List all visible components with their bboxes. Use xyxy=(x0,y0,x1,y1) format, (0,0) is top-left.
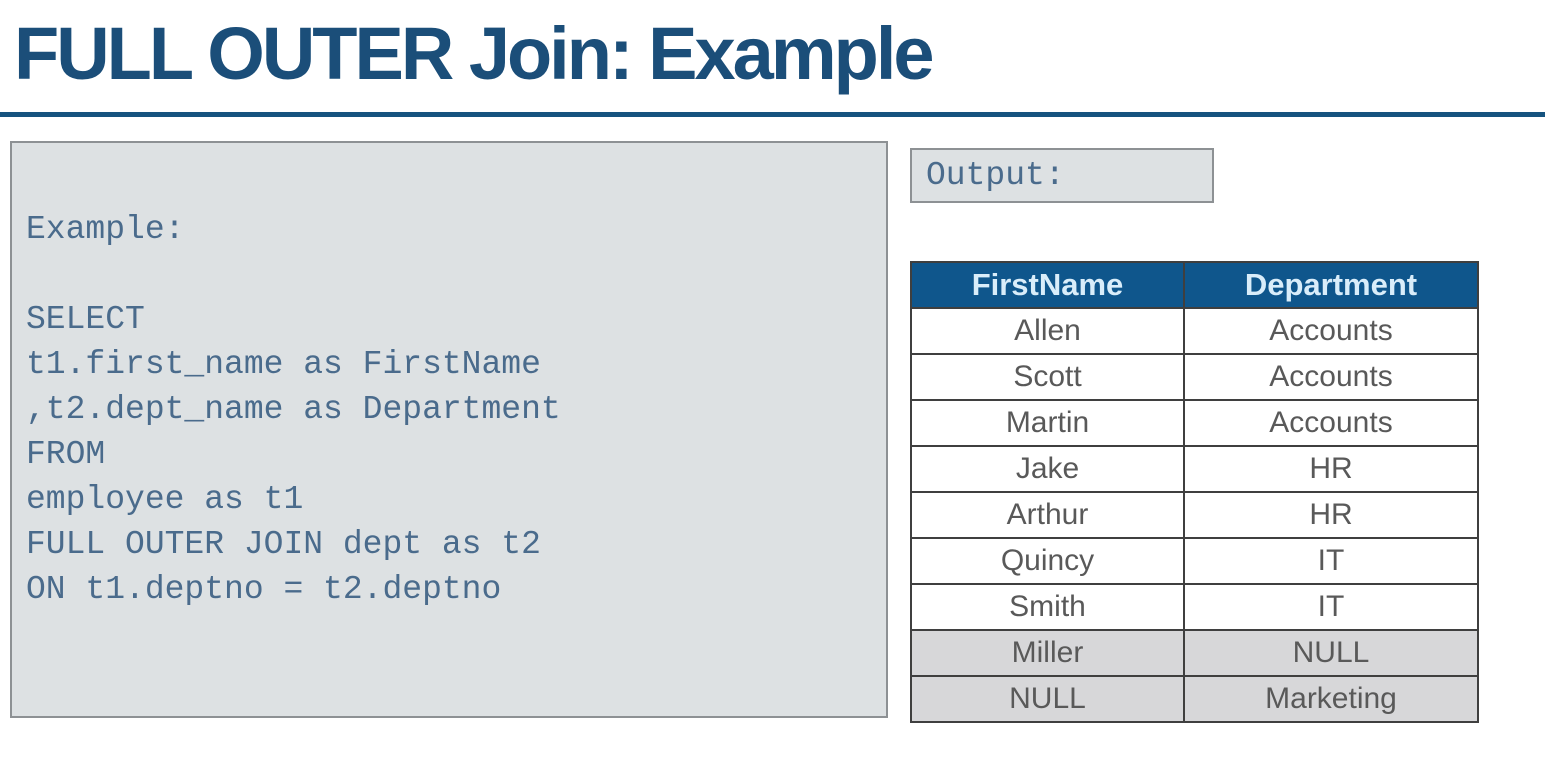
sql-code-panel: Example: SELECT t1.first_name as FirstNa… xyxy=(10,141,888,718)
table-cell: Quincy xyxy=(910,537,1185,585)
table-cell: Accounts xyxy=(1183,307,1479,355)
table-cell: IT xyxy=(1183,537,1479,585)
table-cell: Marketing xyxy=(1183,675,1479,723)
table-cell: Smith xyxy=(910,583,1185,631)
sql-code: Example: SELECT t1.first_name as FirstNa… xyxy=(26,211,561,608)
table-cell: Accounts xyxy=(1183,399,1479,447)
output-label-box: Output: xyxy=(910,148,1214,203)
table-cell: HR xyxy=(1183,491,1479,539)
table-cell: HR xyxy=(1183,445,1479,493)
table-cell: Martin xyxy=(910,399,1185,447)
column-header-department: Department xyxy=(1183,261,1479,309)
slide-title: FULL OUTER Join: Example xyxy=(14,12,935,95)
table-cell: Arthur xyxy=(910,491,1185,539)
table-cell: Scott xyxy=(910,353,1185,401)
table-cell: Miller xyxy=(910,629,1185,677)
table-cell: NULL xyxy=(1183,629,1479,677)
title-underline-rule xyxy=(0,112,1545,117)
column-header-firstname: FirstName xyxy=(910,261,1185,309)
table-cell: Allen xyxy=(910,307,1185,355)
table-cell: IT xyxy=(1183,583,1479,631)
table-cell: NULL xyxy=(910,675,1185,723)
table-cell: Accounts xyxy=(1183,353,1479,401)
output-label: Output: xyxy=(926,157,1065,194)
table-header-row: FirstName Department xyxy=(910,261,1479,309)
table-cell: Jake xyxy=(910,445,1185,493)
